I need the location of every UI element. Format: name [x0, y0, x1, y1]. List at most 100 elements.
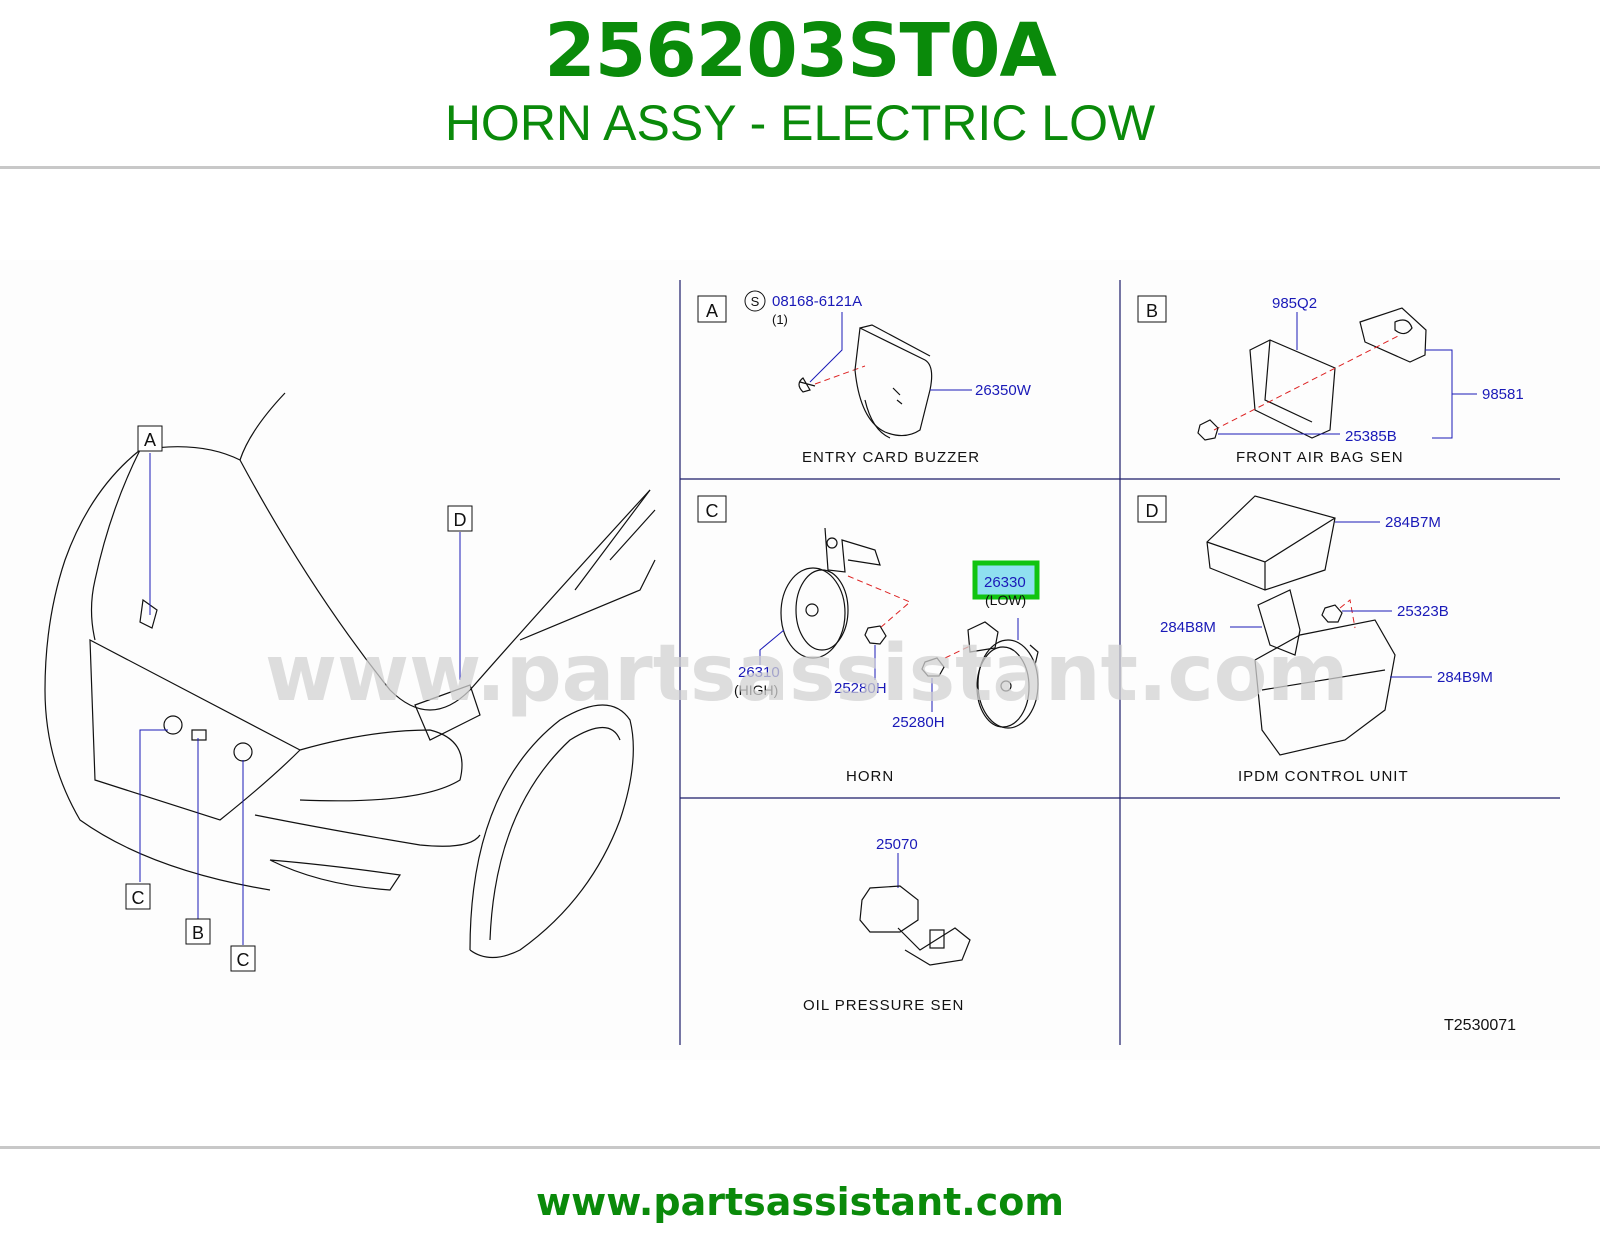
oil-sensor-terminal [929, 929, 945, 949]
overview-box-b [185, 918, 211, 945]
callout-284b9m: 284B9M [1437, 669, 1493, 686]
vehicle-fender-line [90, 449, 141, 641]
panel-e-caption: OIL PRESSURE SEN [803, 997, 964, 1014]
panel-b-letter-box [1137, 295, 1167, 323]
panel-c-letter: C [706, 501, 719, 521]
callout-284b7m: 284B7M [1385, 514, 1441, 531]
vehicle-grille [89, 638, 302, 821]
ipdm-cover [1206, 495, 1336, 591]
horn-high-body [780, 567, 846, 659]
panel-c-letter-box [697, 495, 727, 523]
parts-diagram: A C B C D A S 08168-6121A (1) 26350W ENT… [0, 260, 1600, 1060]
overview-letter-d: D [454, 510, 467, 530]
callout-08168-6121a: 08168-6121A [772, 293, 862, 310]
vehicle-hood-outline [44, 392, 286, 891]
vehicle-buzzer-part [139, 598, 158, 629]
bolt-quantity: (1) [772, 312, 788, 327]
bolt-drawing [798, 377, 816, 393]
horn-high-label: (HIGH) [734, 682, 778, 698]
part-name-subtitle: HORN ASSY - ELECTRIC LOW [444, 95, 1156, 151]
footer-website-link[interactable]: www.partsassistant.com [536, 1180, 1064, 1224]
vehicle-sensor-part [191, 729, 207, 741]
diagram-canvas: A C B C D A S 08168-6121A (1) 26350W ENT… [0, 260, 1600, 1060]
sensor-nut [1197, 419, 1219, 441]
ipdm-housing [1254, 619, 1396, 756]
panel-b-caption: FRONT AIR BAG SEN [1236, 449, 1404, 466]
panel-e-oil-pressure-sen: 25070 OIL PRESSURE SEN [803, 836, 971, 1014]
standard-part-mark: S [751, 294, 760, 309]
panel-b-letter: B [1146, 301, 1158, 321]
vehicle-windshield [519, 489, 656, 641]
vehicle-headlamp [299, 729, 463, 802]
panel-a-caption: ENTRY CARD BUZZER [802, 449, 980, 466]
panel-a-letter: A [706, 301, 718, 321]
horn-low-rim [976, 646, 1030, 728]
leader-bolt [809, 312, 843, 383]
callout-26330[interactable]: 26330 [984, 574, 1026, 591]
panel-c-horn: C 26310 (HIGH) 25280H 25280H 26330 (LOW)… [697, 495, 1040, 785]
overview-letter-a: A [144, 430, 156, 450]
header-divider [0, 166, 1600, 169]
callout-985q2: 985Q2 [1272, 295, 1317, 312]
callout-25070: 25070 [876, 836, 918, 853]
page-header: 256203ST0A HORN ASSY - ELECTRIC LOW [0, 0, 1600, 168]
panel-a-letter-box [697, 295, 727, 323]
ipdm-guide-dash [1339, 599, 1356, 629]
panel-d-letter: D [1146, 501, 1159, 521]
highlight-box-26330[interactable] [972, 560, 1040, 600]
leader-c-left [139, 729, 168, 882]
overview-letter-c-right: C [237, 950, 250, 970]
vehicle-bumper-line [254, 814, 481, 847]
horn-low-guide-dash [944, 645, 971, 659]
air-bag-sensor [1359, 307, 1427, 363]
buzzer-body [854, 327, 933, 437]
oil-sensor-hex [859, 885, 919, 933]
overview-box-c-right [230, 945, 256, 972]
callout-284b8m: 284B8M [1160, 619, 1216, 636]
vehicle-horn-left [163, 715, 183, 735]
horn-low-body [977, 639, 1039, 729]
oil-sensor-connector [897, 927, 971, 966]
callout-25280h-b: 25280H [892, 714, 945, 731]
overview-letter-b: B [192, 923, 204, 943]
footer-divider [0, 1146, 1600, 1149]
panel-d-letter-box [1137, 495, 1167, 523]
panel-d-ipdm-control-unit: D 284B7M 284B8M 25323B 284B9M IPDM CONTR… [1137, 495, 1493, 785]
leader-26310 [759, 629, 785, 665]
detail-grid [679, 280, 1560, 1045]
vehicle-ipdm-box [414, 684, 481, 741]
callout-98581: 98581 [1482, 386, 1524, 403]
overview-box-d [447, 505, 473, 532]
callout-26310: 26310 [738, 664, 780, 681]
bolt-guide-dash [814, 365, 866, 385]
nut-25280h-a [864, 625, 887, 645]
vehicle-overview: A C B C D [44, 392, 656, 972]
ipdm-nut [1321, 604, 1343, 623]
standard-part-icon [744, 290, 766, 312]
callout-25385b: 25385B [1345, 428, 1397, 445]
horn-high-rim [795, 569, 849, 651]
air-bag-bracket [1249, 339, 1336, 439]
horn-high-bolt [826, 537, 838, 549]
panel-d-caption: IPDM CONTROL UNIT [1238, 768, 1409, 785]
horn-low-center [1000, 680, 1012, 692]
horn-low-label: (LOW) [985, 592, 1026, 608]
watermark-text: www.partsassistant.com [265, 629, 1349, 719]
part-number-title: 256203ST0A [544, 8, 1056, 94]
horn-high-guide-dash [847, 575, 911, 629]
overview-box-a [137, 425, 163, 452]
vehicle-hood-edge [239, 459, 651, 711]
vehicle-tire-inner [489, 727, 621, 941]
horn-low-bracket [967, 621, 1039, 666]
callout-25280h-a: 25280H [834, 680, 887, 697]
panel-a-entry-card-buzzer: A S 08168-6121A (1) 26350W ENTRY CARD BU… [697, 290, 1032, 466]
horn-high-center [805, 603, 819, 617]
buzzer-bracket [859, 324, 931, 439]
drawing-code: T2530071 [1444, 1017, 1516, 1034]
sensor-guide-dash [1213, 334, 1401, 431]
vehicle-fog-lamp [269, 859, 402, 891]
panel-b-front-air-bag-sen: B 985Q2 98581 25385B FRONT AIR BAG SEN [1137, 295, 1524, 466]
horn-high-bracket [824, 527, 881, 573]
overview-letter-c-left: C [132, 888, 145, 908]
vehicle-front-wheel [469, 704, 634, 959]
